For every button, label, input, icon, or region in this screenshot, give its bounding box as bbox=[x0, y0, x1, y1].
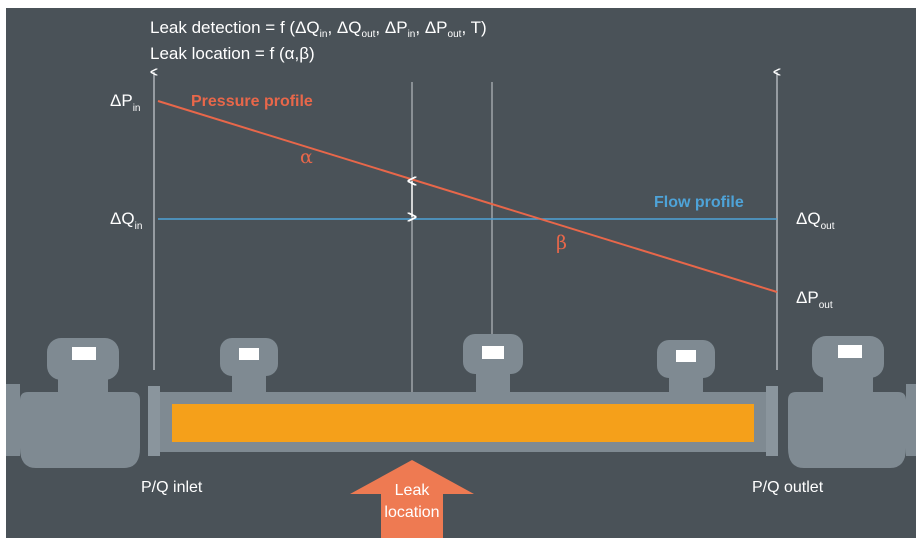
inlet-flange bbox=[148, 386, 160, 456]
sensor-1 bbox=[220, 338, 278, 394]
inlet-valve bbox=[6, 338, 140, 468]
sensor-3 bbox=[657, 340, 715, 394]
leak-location-arrow bbox=[350, 460, 474, 538]
leak-detection-formula: Leak detection = f (ΔQin, ΔQout, ΔPin, Δ… bbox=[150, 18, 487, 40]
alpha-label: α bbox=[300, 146, 313, 168]
beta-label: β bbox=[556, 232, 567, 254]
leak-label-line1: Leak bbox=[395, 482, 431, 499]
outlet-flange bbox=[766, 386, 778, 456]
diagram-background bbox=[6, 8, 916, 538]
pressure-profile-line bbox=[157, 100, 778, 293]
delta-q-in-label: ΔQin bbox=[110, 209, 142, 232]
flow-profile-label: Flow profile bbox=[654, 194, 744, 211]
delta-q-out-label: ΔQout bbox=[796, 209, 835, 232]
delta-p-in-label: ΔPin bbox=[110, 91, 141, 114]
leak-label-line2: location bbox=[384, 504, 439, 521]
leak-location-formula: Leak location = f (α,β) bbox=[150, 44, 315, 63]
pipeline bbox=[172, 404, 754, 442]
outlet-label: P/Q outlet bbox=[752, 479, 824, 496]
inlet-label: P/Q inlet bbox=[141, 479, 203, 496]
outlet-valve bbox=[788, 336, 916, 468]
pressure-profile-label: Pressure profile bbox=[191, 93, 313, 110]
sensor-2 bbox=[463, 334, 523, 394]
delta-p-out-label: ΔPout bbox=[796, 288, 833, 311]
